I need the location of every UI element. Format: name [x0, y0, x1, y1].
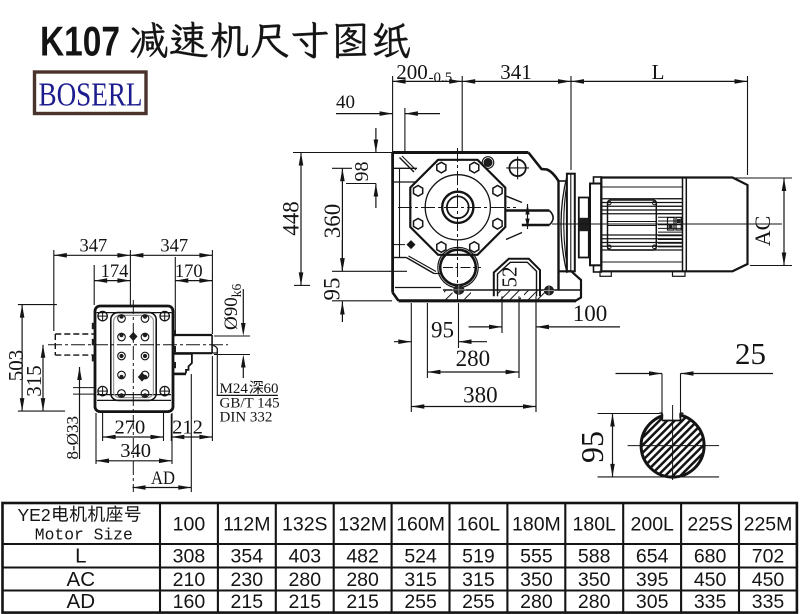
svg-text:212: 212 [172, 416, 203, 438]
svg-text:680: 680 [694, 546, 727, 568]
svg-text:230: 230 [231, 569, 264, 591]
svg-text:180L: 180L [573, 513, 617, 535]
svg-text:380: 380 [463, 383, 498, 408]
svg-text:225M: 225M [744, 513, 793, 535]
svg-text:95: 95 [574, 431, 610, 463]
svg-text:350: 350 [578, 569, 611, 591]
svg-text:347: 347 [80, 236, 108, 256]
svg-text:132S: 132S [282, 513, 328, 535]
svg-text:160M: 160M [396, 513, 445, 535]
svg-text:98: 98 [351, 162, 373, 182]
svg-text:132M: 132M [338, 513, 387, 535]
svg-text:AD: AD [151, 468, 175, 489]
svg-text:270: 270 [115, 416, 146, 438]
svg-text:315: 315 [404, 569, 437, 591]
svg-text:L: L [652, 60, 665, 84]
svg-text:305: 305 [636, 591, 669, 613]
svg-text:482: 482 [346, 546, 379, 568]
svg-text:170: 170 [175, 262, 203, 282]
svg-text:360: 360 [320, 204, 345, 239]
svg-text:200: 200 [396, 60, 428, 84]
svg-text:340: 340 [120, 440, 151, 462]
svg-text:200L: 200L [631, 513, 675, 535]
svg-text:350: 350 [520, 569, 553, 591]
svg-text:341: 341 [500, 60, 532, 84]
svg-text:225S: 225S [687, 513, 733, 535]
svg-text:160L: 160L [457, 513, 501, 535]
svg-text:60: 60 [264, 381, 279, 397]
svg-text:95: 95 [431, 317, 454, 342]
svg-text:654: 654 [636, 546, 669, 568]
svg-text:335: 335 [694, 591, 727, 613]
svg-text:M24: M24 [220, 381, 249, 397]
svg-text:347: 347 [160, 236, 188, 256]
svg-text:Motor Size: Motor Size [35, 525, 133, 544]
svg-text:AD: AD [67, 590, 95, 613]
svg-text:519: 519 [462, 546, 495, 568]
svg-text:280: 280 [346, 569, 379, 591]
svg-text:112M: 112M [223, 513, 270, 535]
svg-text:180M: 180M [512, 513, 561, 535]
svg-text:315: 315 [462, 569, 495, 591]
svg-text:95: 95 [320, 278, 345, 301]
svg-text:GB/T 145: GB/T 145 [220, 395, 280, 411]
svg-text:395: 395 [636, 569, 669, 591]
svg-text:335: 335 [752, 591, 785, 613]
svg-text:315: 315 [22, 365, 46, 397]
svg-text:K107: K107 [40, 18, 120, 65]
svg-text:280: 280 [456, 346, 491, 371]
svg-text:450: 450 [694, 569, 727, 591]
svg-text:-0.5: -0.5 [429, 70, 453, 86]
svg-text:255: 255 [404, 591, 437, 613]
svg-text:100: 100 [573, 301, 608, 326]
svg-text:702: 702 [752, 546, 785, 568]
svg-text:AC: AC [67, 568, 96, 591]
svg-text:L: L [75, 545, 86, 568]
svg-text:215: 215 [346, 591, 379, 613]
svg-text:100: 100 [173, 513, 206, 535]
svg-text:AC: AC [750, 216, 775, 247]
svg-text:BOSERL: BOSERL [39, 77, 143, 114]
svg-text:210: 210 [173, 569, 206, 591]
svg-text:40: 40 [336, 92, 355, 113]
svg-text:174: 174 [101, 262, 129, 282]
svg-text:280: 280 [578, 591, 611, 613]
svg-text:25: 25 [735, 336, 766, 371]
svg-text:YE2: YE2 [18, 505, 51, 525]
svg-text:52: 52 [498, 267, 522, 288]
svg-text:308: 308 [173, 546, 206, 568]
svg-text:450: 450 [752, 569, 785, 591]
svg-text:8-Ø33: 8-Ø33 [63, 416, 82, 459]
svg-text:555: 555 [520, 546, 553, 568]
svg-text:215: 215 [231, 591, 264, 613]
svg-text:160: 160 [173, 591, 206, 613]
svg-text:280: 280 [520, 591, 553, 613]
svg-text:255: 255 [462, 591, 495, 613]
svg-text:215: 215 [289, 591, 322, 613]
svg-text:588: 588 [578, 546, 611, 568]
svg-text:524: 524 [404, 546, 437, 568]
svg-text:DIN 332: DIN 332 [220, 409, 273, 425]
svg-text:403: 403 [289, 546, 322, 568]
svg-text:448: 448 [279, 201, 304, 236]
svg-text:280: 280 [289, 569, 322, 591]
svg-text:354: 354 [231, 546, 264, 568]
svg-text:503: 503 [4, 350, 28, 382]
